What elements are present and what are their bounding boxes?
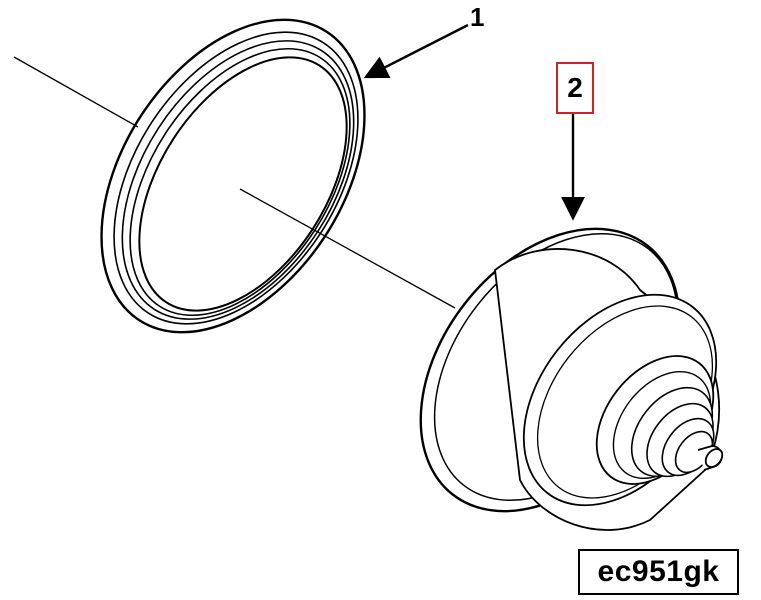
leader-arrow-1 [363,23,469,79]
callout-label-1: 1 [470,2,485,32]
callout-label-2[interactable]: 2 [556,62,594,114]
thermostat-part [419,227,724,531]
assembly-centerline [13,56,456,309]
callout-leaders [363,23,585,221]
seal-ring-part [100,18,366,334]
figure-code-box: ec951gk [578,549,739,595]
